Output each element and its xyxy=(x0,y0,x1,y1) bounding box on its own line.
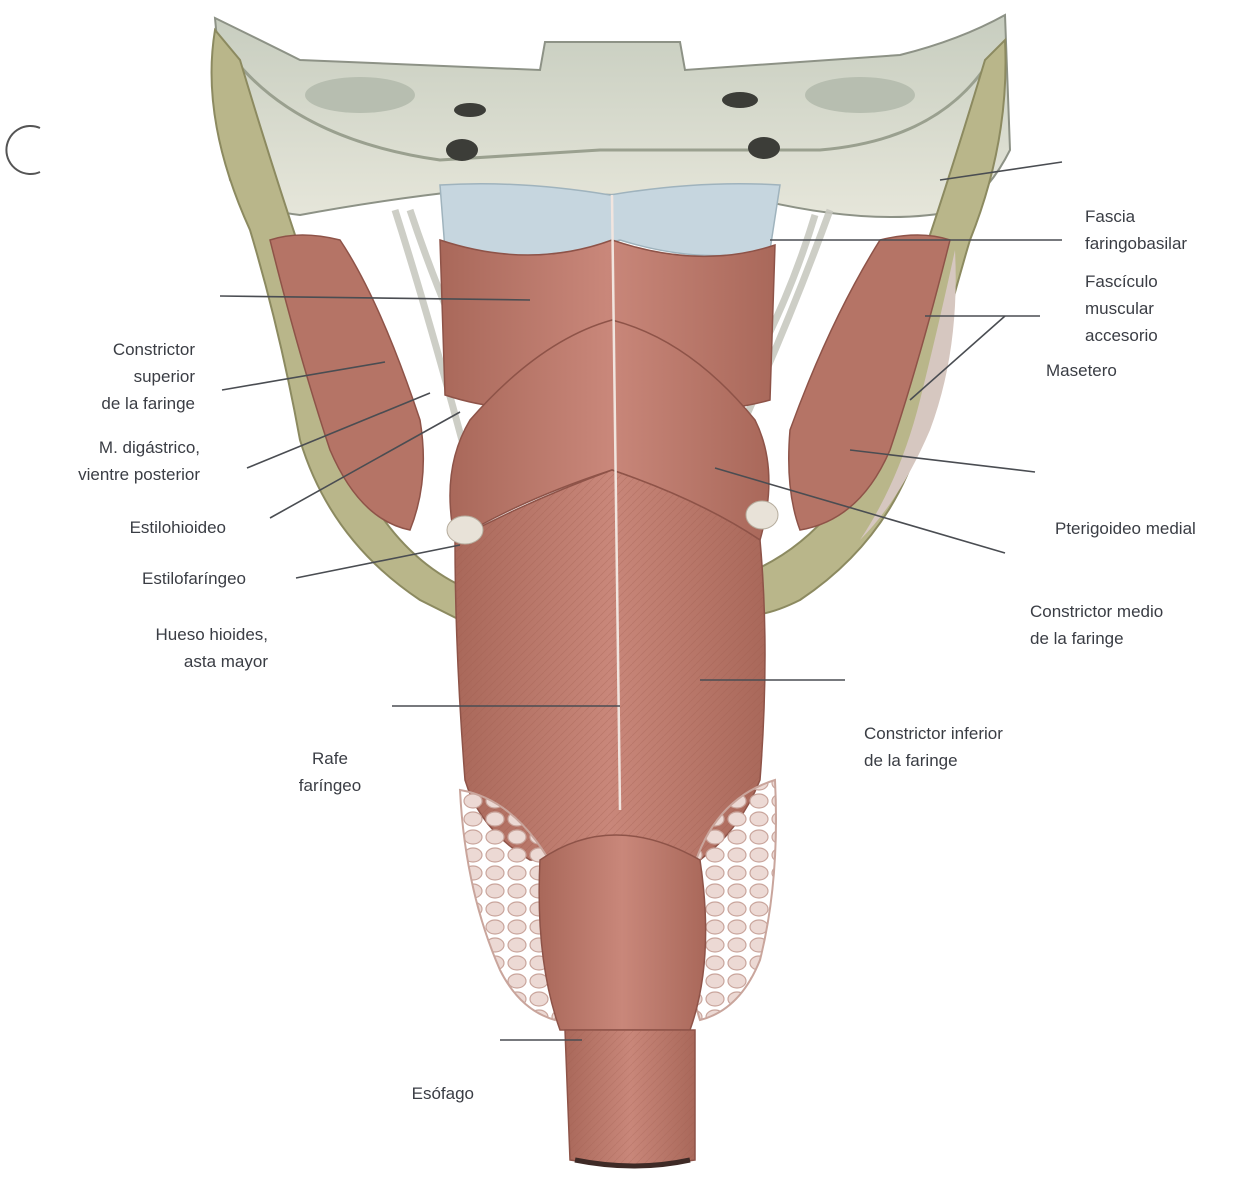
thyroid-lobe-left xyxy=(458,788,568,1022)
leader-lines xyxy=(219,161,1063,1041)
label-masetero: Masetero xyxy=(1046,361,1117,380)
pharyngeal-raphe-line xyxy=(610,194,622,811)
lateral-muscle-right-outer xyxy=(860,250,956,540)
label-digastrico: M. digástrico,vientre posterior xyxy=(78,438,200,484)
lateral-muscle-left xyxy=(269,234,425,531)
label-hueso-hioides: Hueso hioides,asta mayor xyxy=(155,625,268,671)
label-estilofaringeo: Estilofaríngeo xyxy=(142,569,246,588)
thyroid-lobe-right xyxy=(685,778,777,1022)
edge-circle-mark xyxy=(5,125,41,175)
hyoid-horn-left xyxy=(446,515,484,545)
label-pterigoideo-medial: Pterigoideo medial xyxy=(1055,519,1196,538)
label-esofago: Esófago xyxy=(411,1084,474,1103)
lower-pharynx xyxy=(538,834,707,1031)
label-estilohioideo: Estilohioideo xyxy=(129,518,226,537)
hyoid-horn-right xyxy=(745,500,779,530)
skull-base xyxy=(213,13,1012,219)
